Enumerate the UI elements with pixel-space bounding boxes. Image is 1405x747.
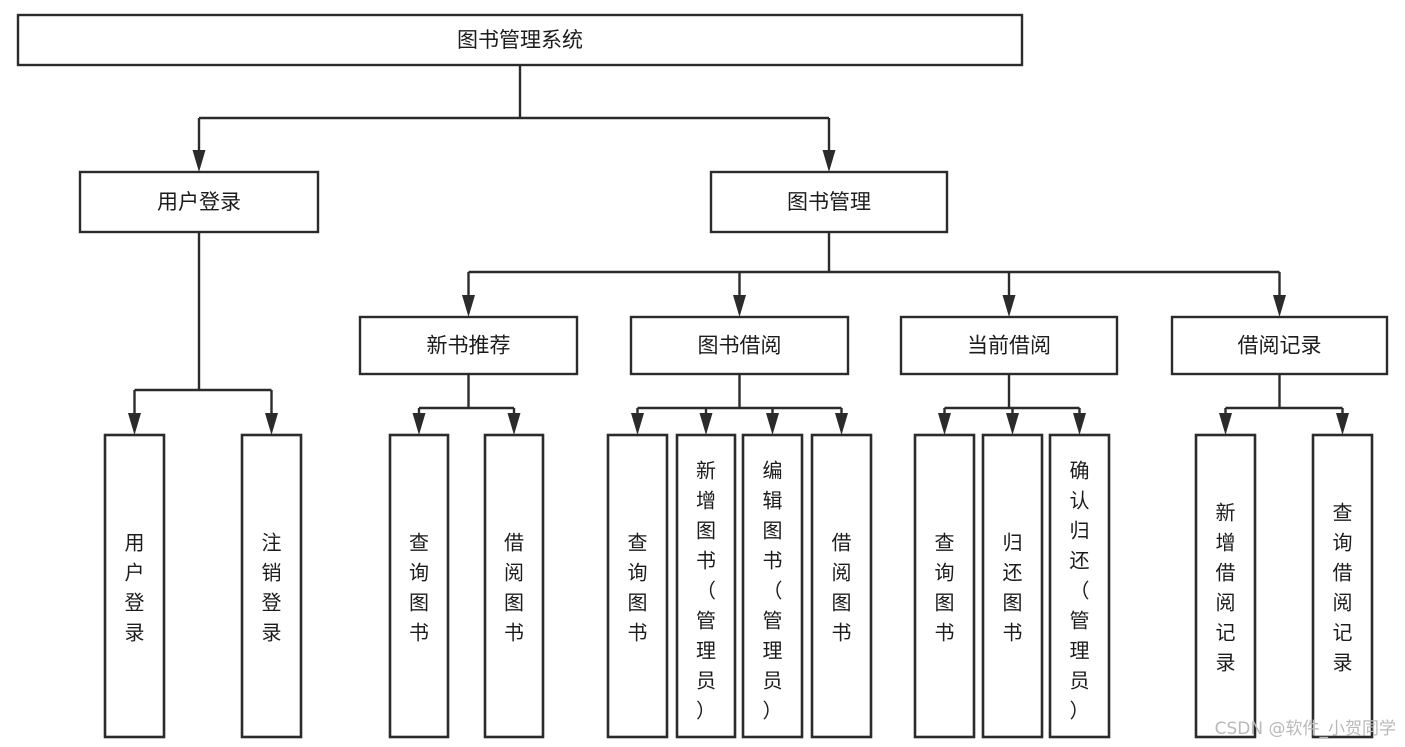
node-label-current: 当前借阅: [967, 334, 1051, 358]
node-label-root: 图书管理系统: [457, 28, 583, 52]
node-label-records: 借阅记录: [1238, 334, 1322, 358]
node-label-leaf-13: 查询借阅记录: [1333, 500, 1353, 674]
arrow-head-icon-leaf-02: [265, 413, 278, 435]
node-box-leaf-13[interactable]: [1311, 433, 1374, 739]
connector-group-newbook: [412, 374, 521, 435]
node-leaf-03[interactable]: 查询图书: [388, 433, 450, 739]
arrow-head-icon-leaf-12: [1219, 413, 1232, 435]
connector-group-root: [192, 65, 836, 172]
arrow-head-icon-leaf-08: [835, 413, 848, 435]
arrow-head-icon-current: [1002, 295, 1016, 317]
node-label-borrow: 图书借阅: [698, 334, 782, 358]
node-leaf-13[interactable]: 查询借阅记录: [1311, 433, 1374, 739]
node-label-newbook: 新书推荐: [427, 334, 511, 358]
node-box-records[interactable]: [1170, 315, 1389, 376]
node-leaf-08[interactable]: 借阅图书: [810, 433, 873, 739]
arrow-head-icon-leaf-05: [631, 413, 644, 435]
node-label-leaf-01: 用户登录: [125, 530, 145, 644]
connector-group-borrow: [631, 374, 848, 435]
node-label-leaf-02: 注销登录: [262, 530, 282, 644]
node-leaf-04[interactable]: 借阅图书: [483, 433, 545, 739]
node-box-newbook[interactable]: [358, 315, 579, 376]
node-label-login: 用户登录: [157, 190, 241, 214]
node-box-leaf-04[interactable]: [483, 433, 545, 739]
node-label-bookmgmt: 图书管理: [787, 190, 871, 214]
node-leaf-09[interactable]: 查询图书: [913, 433, 976, 739]
connector-group-records: [1219, 374, 1349, 435]
node-box-leaf-11[interactable]: [1048, 433, 1111, 739]
node-borrow[interactable]: 图书借阅: [629, 315, 850, 376]
arrow-head-icon-records: [1273, 295, 1286, 317]
node-leaf-11[interactable]: 确认归还（管理员）: [1048, 433, 1111, 739]
node-label-leaf-06: 新增图书（管理员）: [696, 459, 716, 723]
node-box-current[interactable]: [899, 315, 1119, 376]
node-leaf-06[interactable]: 新增图书（管理员）: [675, 433, 737, 739]
node-box-leaf-09[interactable]: [913, 433, 976, 739]
arrow-head-icon-leaf-07: [766, 413, 779, 435]
arrow-head-icon-leaf-09: [938, 413, 951, 435]
node-label-leaf-07: 编辑图书（管理员）: [763, 459, 783, 723]
node-leaf-12[interactable]: 新增借阅记录: [1194, 433, 1257, 739]
node-label-leaf-08: 借阅图书: [832, 530, 852, 644]
node-layer: 图书管理系统用户登录图书管理新书推荐图书借阅当前借阅借阅记录用户登录注销登录查询…: [16, 13, 1389, 739]
node-box-leaf-01[interactable]: [103, 433, 166, 739]
node-newbook[interactable]: 新书推荐: [358, 315, 579, 376]
node-label-leaf-05: 查询图书: [628, 530, 648, 644]
node-leaf-02[interactable]: 注销登录: [240, 433, 303, 739]
node-box-leaf-05[interactable]: [606, 433, 669, 739]
node-label-leaf-12: 新增借阅记录: [1216, 500, 1236, 674]
node-root[interactable]: 图书管理系统: [16, 13, 1024, 67]
arrow-head-icon-leaf-06: [699, 413, 713, 435]
node-label-leaf-03: 查询图书: [409, 530, 429, 644]
node-box-bookmgmt[interactable]: [709, 170, 949, 234]
node-leaf-05[interactable]: 查询图书: [606, 433, 669, 739]
arrow-head-icon-newbook: [462, 295, 475, 317]
node-label-leaf-11: 确认归还（管理员）: [1070, 459, 1090, 723]
arrow-head-icon-leaf-13: [1336, 413, 1349, 435]
connector-group-bookmgmt: [462, 232, 1286, 317]
node-records[interactable]: 借阅记录: [1170, 315, 1389, 376]
node-label-leaf-04: 借阅图书: [504, 530, 524, 644]
node-leaf-07[interactable]: 编辑图书（管理员）: [741, 433, 804, 739]
node-box-leaf-02[interactable]: [240, 433, 303, 739]
arrow-head-icon-bookmgmt: [822, 150, 836, 172]
node-box-leaf-10[interactable]: [981, 433, 1044, 739]
node-login[interactable]: 用户登录: [78, 170, 320, 234]
node-box-leaf-08[interactable]: [810, 433, 873, 739]
node-box-borrow[interactable]: [629, 315, 850, 376]
arrow-head-icon-leaf-04: [507, 413, 521, 435]
node-box-login[interactable]: [78, 170, 320, 234]
arrow-head-icon-leaf-01: [128, 413, 141, 435]
node-label-leaf-10: 归还图书: [1003, 530, 1023, 644]
node-leaf-10[interactable]: 归还图书: [981, 433, 1044, 739]
node-leaf-01[interactable]: 用户登录: [103, 433, 166, 739]
arrow-head-icon-borrow: [733, 295, 746, 317]
node-box-leaf-03[interactable]: [388, 433, 450, 739]
connector-group-login: [128, 232, 278, 435]
node-label-leaf-09: 查询图书: [935, 530, 955, 644]
connector-layer: [128, 65, 1349, 435]
arrow-head-icon-leaf-03: [412, 413, 426, 435]
node-box-root[interactable]: [16, 13, 1024, 67]
node-box-leaf-12[interactable]: [1194, 433, 1257, 739]
node-box-leaf-07[interactable]: [741, 433, 804, 739]
connector-group-current: [938, 374, 1086, 435]
arrow-head-icon-login: [192, 150, 206, 172]
node-current[interactable]: 当前借阅: [899, 315, 1119, 376]
node-box-leaf-06[interactable]: [675, 433, 737, 739]
csdn-watermark: CSDN @软件_小贺同学: [1215, 719, 1396, 739]
arrow-head-icon-leaf-11: [1073, 413, 1086, 435]
node-bookmgmt[interactable]: 图书管理: [709, 170, 949, 234]
arrow-head-icon-leaf-10: [1006, 413, 1019, 435]
